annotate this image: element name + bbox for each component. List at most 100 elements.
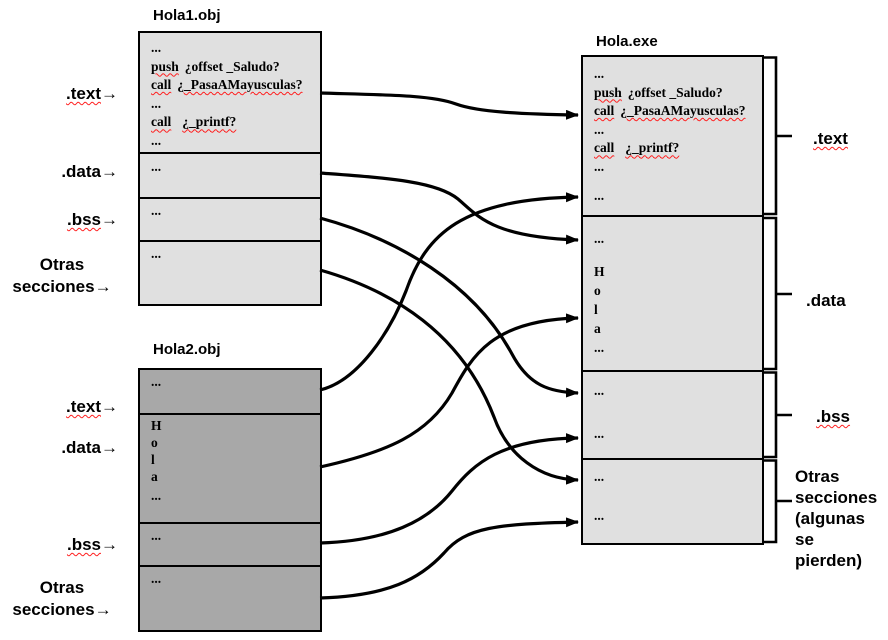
hola-letter: a — [151, 469, 158, 484]
ellipsis-line: ... — [151, 203, 162, 218]
ellipsis-line: ... — [151, 528, 162, 543]
right-arrow-icon: → — [101, 162, 118, 181]
label-hola1-bss: .bss→ — [0, 210, 118, 230]
label-exe-text: .text — [813, 129, 848, 148]
right-arrow-icon: → — [101, 397, 118, 416]
hola-letter: o — [151, 435, 158, 450]
label-hola1-otras: Otras secciones→ — [0, 254, 124, 298]
arrow-hola1-text-to-exe-text — [319, 91, 579, 120]
section-name: .text — [66, 84, 101, 103]
exe-text-section: ... push¿offset _Saludo? call ¿_PasaAMayu… — [583, 57, 762, 215]
arrow-hola1-data-to-exe-data — [319, 171, 579, 245]
ellipsis-line: ... — [594, 158, 605, 174]
push-keyword: push — [594, 84, 622, 100]
right-arrow-icon: → — [101, 438, 118, 457]
right-arrow-icon: → — [94, 277, 112, 296]
code-line-push: push¿offset _Saludo? — [594, 84, 762, 103]
arrow-hola2-bss-to-exe-bss — [319, 433, 579, 545]
arrow-hola2-text-to-exe-text — [319, 192, 579, 392]
bracket-exe-text — [762, 56, 792, 216]
ellipsis-line: ... — [151, 95, 162, 111]
otras-line1: Otras — [39, 255, 85, 274]
exe-title: Hola.exe — [596, 33, 658, 50]
label-hola1-text: .text→ — [0, 84, 118, 104]
hola2-data-section: H o l a ... — [140, 413, 320, 522]
hola-letter: H — [151, 418, 162, 433]
ellipsis-line: ... — [594, 231, 605, 246]
hola-letter: o — [594, 283, 601, 298]
call-keyword: call — [151, 77, 172, 93]
code-line-call-pasaamayusculas: call ¿_PasaAMayusculas? — [594, 102, 762, 121]
section-name: .text — [66, 397, 101, 416]
ellipsis-line: ... — [151, 132, 162, 148]
hola1-text-section: ... push ¿offset _Saludo? call ¿_PasaAMayu… — [140, 33, 320, 152]
call-operand: ¿_PasaAMayusculas? — [620, 103, 746, 119]
ellipsis-line: ... — [151, 246, 162, 261]
bracket-exe-bss — [762, 371, 792, 459]
hola1-box: ... push ¿offset _Saludo? call ¿_PasaAMayu… — [138, 31, 322, 306]
label-exe-data: .data — [806, 291, 846, 310]
hola2-otras-section: ... — [140, 565, 320, 630]
label-hola2-data: .data→ — [0, 438, 118, 458]
call-keyword: call — [594, 140, 615, 156]
hola2-title: Hola2.obj — [153, 341, 221, 358]
hola-letter: H — [594, 264, 605, 279]
exe-otras-section: ... ... — [583, 458, 762, 543]
otras-line2: secciones→ — [0, 599, 124, 621]
call-operand: ¿_printf? — [182, 114, 237, 130]
ellipsis-line: ... — [594, 340, 605, 355]
ellipsis-line: ... — [594, 425, 605, 441]
push-operand: ¿offset _Saludo? — [184, 58, 280, 74]
hola-letter: a — [594, 321, 601, 336]
section-name: secciones — [12, 277, 95, 296]
code-line-call-pasaamayusculas: call ¿_PasaAMayusculas? — [151, 76, 320, 95]
arrow-hola2-data-to-exe-data — [319, 313, 579, 469]
arrow-hola1-otras-to-exe-otras — [319, 268, 579, 485]
exe-data-section: ... H o l a ... — [583, 215, 762, 370]
otras-line2: secciones→ — [0, 276, 124, 298]
ellipsis-line: ... — [594, 187, 605, 203]
arrow-hola2-otras-to-exe-otras — [319, 517, 579, 600]
call-keyword: call — [151, 114, 172, 130]
ellipsis-line: ... — [151, 159, 162, 174]
section-name: .bss — [66, 210, 101, 229]
code-line-call-printf: call ¿_printf? — [594, 139, 762, 158]
label-hola1-data: .data→ — [0, 162, 118, 182]
ellipsis-line: ... — [594, 469, 605, 484]
code-line-call-printf: call ¿_printf? — [151, 113, 320, 132]
right-arrow-icon: → — [101, 535, 118, 554]
exe-bss-section: ... ... — [583, 370, 762, 458]
hola2-box: ... H o l a ... ... ... — [138, 368, 322, 632]
push-keyword: push — [151, 58, 179, 74]
label-exe-bss: .bss — [816, 407, 851, 426]
call-keyword: call — [594, 103, 615, 119]
ellipsis-line: ... — [594, 507, 605, 523]
section-name: .data — [61, 438, 101, 457]
right-arrow-icon: → — [94, 600, 112, 619]
hola-letter: l — [151, 452, 155, 467]
hola2-text-section: ... — [140, 370, 320, 413]
right-arrow-icon: → — [101, 210, 118, 229]
hola1-title: Hola1.obj — [153, 7, 221, 24]
ellipsis-line: ... — [151, 374, 162, 389]
right-arrow-icon: → — [101, 84, 118, 103]
hola-letter: l — [594, 302, 598, 317]
ellipsis-line: ... — [151, 571, 162, 586]
section-name: secciones — [12, 600, 95, 619]
bracket-exe-data — [762, 216, 792, 371]
section-name: .bss — [66, 535, 101, 554]
hola2-bss-section: ... — [140, 522, 320, 565]
ellipsis-line: ... — [594, 66, 605, 81]
label-hola2-otras: Otras secciones→ — [0, 577, 124, 621]
hola1-data-section: ... — [140, 152, 320, 197]
ellipsis-line: ... — [151, 488, 162, 503]
call-operand: ¿_PasaAMayusculas? — [177, 77, 303, 93]
code-line-push: push ¿offset _Saludo? — [151, 58, 320, 77]
ellipsis-line: ... — [151, 40, 162, 55]
label-hola2-bss: .bss→ — [0, 535, 118, 555]
section-name: .data — [61, 162, 101, 181]
arrow-hola1-bss-to-exe-bss — [319, 216, 579, 398]
call-operand: ¿_printf? — [625, 140, 680, 156]
ellipsis-line: ... — [594, 383, 605, 398]
